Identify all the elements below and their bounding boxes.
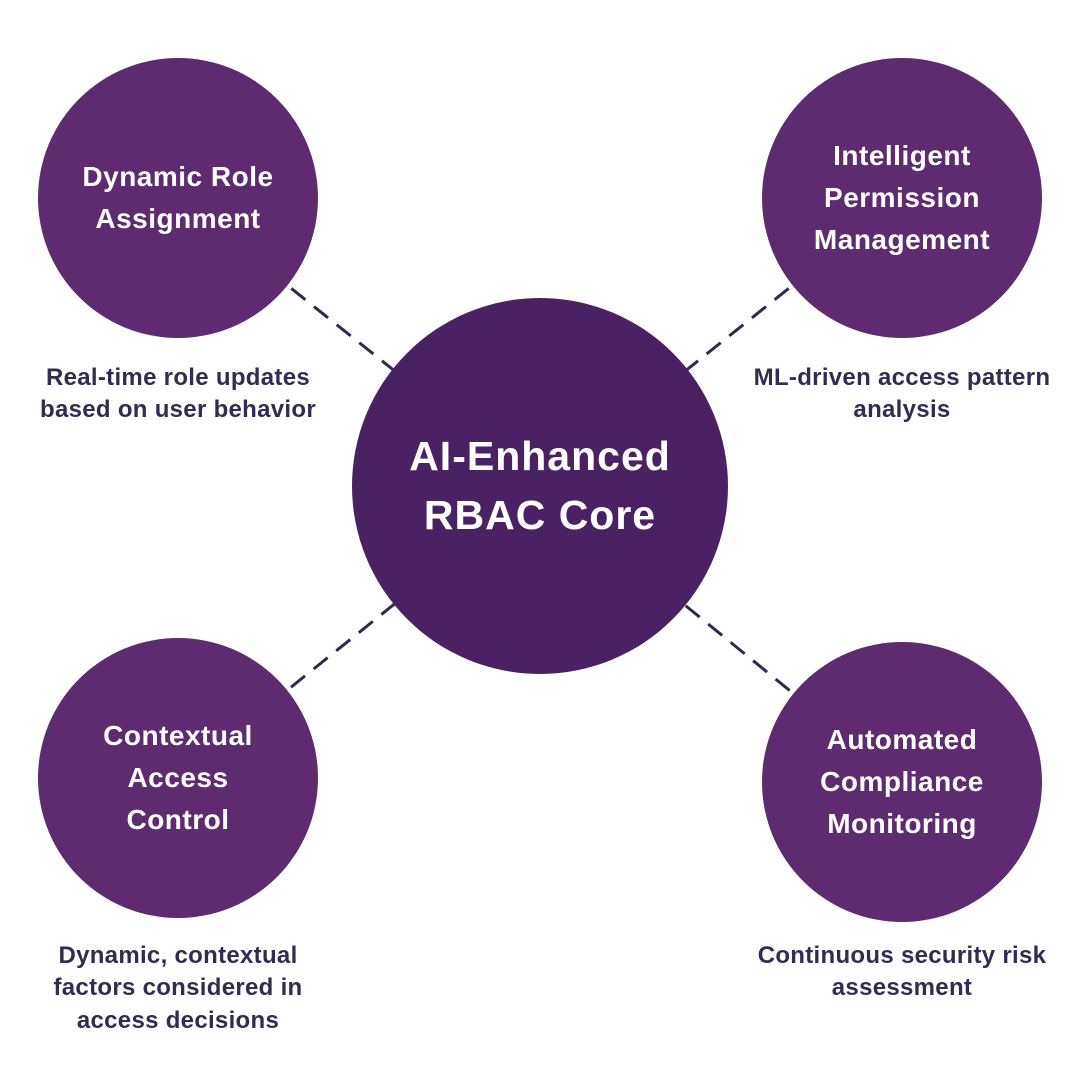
node-contextual-access-control: Contextual Access Control xyxy=(38,638,318,918)
node-automated-compliance-monitoring: Automated Compliance Monitoring xyxy=(762,642,1042,922)
center-node-ai-rbac-core: AI-Enhanced RBAC Core xyxy=(352,298,728,674)
caption-contextual-access-control: Dynamic, contextual factors considered i… xyxy=(53,942,303,1034)
caption-automated-compliance-monitoring: Continuous security risk assessment xyxy=(757,942,1047,1002)
node-title: Automated Compliance Monitoring xyxy=(820,724,984,839)
node-title: Contextual Access Control xyxy=(103,720,253,835)
node-dynamic-role-assignment: Dynamic Role Assignment xyxy=(38,58,318,338)
caption-intelligent-permission-management: ML-driven access pattern analysis xyxy=(753,364,1051,424)
node-intelligent-permission-management: Intelligent Permission Management xyxy=(762,58,1042,338)
node-title: Dynamic Role Assignment xyxy=(82,161,274,234)
node-title: Intelligent Permission Management xyxy=(813,140,991,255)
center-node-title: AI-Enhanced RBAC Core xyxy=(409,432,671,538)
caption-dynamic-role-assignment: Real-time role updates based on user beh… xyxy=(39,364,316,424)
